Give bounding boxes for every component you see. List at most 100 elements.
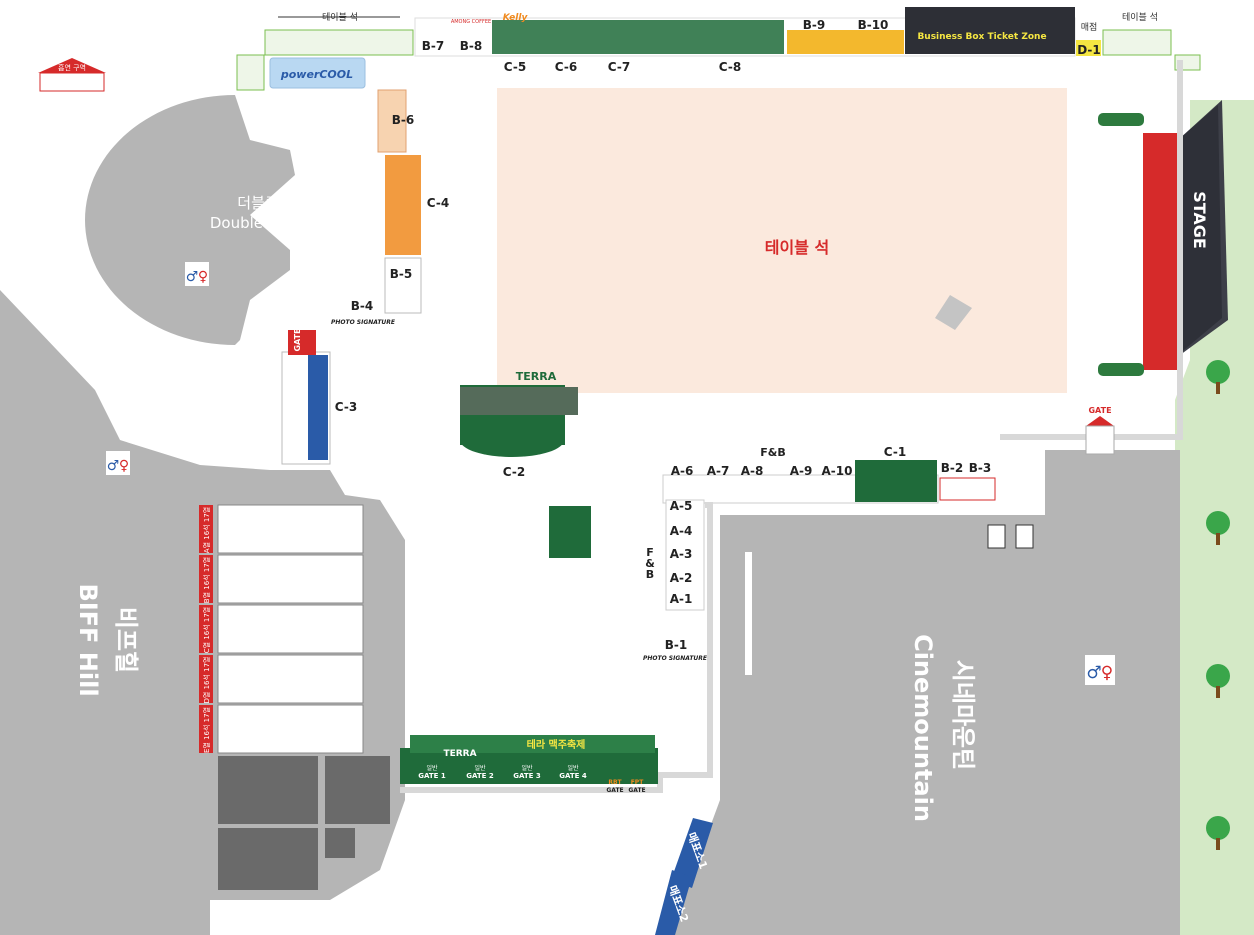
rbt-gate-top: RBT [608,779,622,786]
seat-row-a: A열 16석 17열 [202,507,211,553]
fnb-side-amp: & [645,557,655,570]
fpt-gate-top: FPT [631,779,644,786]
booth-b7: B-7 [422,39,444,53]
svg-text:♀: ♀ [119,458,129,474]
seat-row-d: D열 16석 17열 [202,657,211,704]
cinemountain-ko: 시네마운틴 [949,660,977,770]
b2-b3-booth [939,477,996,501]
gate3-prefix: 일반 [521,764,533,772]
photo-signature-top: PHOTO SIGNATURE [331,319,396,326]
stage-red [1143,133,1178,370]
c4-booth [385,155,421,255]
booth-b2: B-2 [941,461,963,475]
double-cone-ko: 더블콘 [237,194,278,212]
svg-text:♂: ♂ [186,269,199,285]
booth-b4: B-4 [351,299,373,313]
rbt-gate-bottom: GATE [606,787,623,794]
booth-a9: A-9 [790,464,813,478]
restroom-icon: ♂ ♀ [1085,655,1115,685]
table-seat-right-label: 테이블 석 [1122,12,1158,23]
svg-text:♀: ♀ [1101,663,1113,683]
booth-c7: C-7 [608,60,630,74]
table-area-label: 테이블 석 [765,238,829,257]
tree-icon [1206,511,1230,545]
beer-bottle-bottom [1098,363,1144,376]
gate2-prefix: 일반 [474,764,486,772]
gate3-label: GATE 3 [513,772,541,780]
gate1-prefix: 일반 [426,764,438,772]
table-area-marker [935,295,972,330]
biff-hill-en: BIFF Hill [74,583,102,696]
brand-amongcoffee: AMONG COFFEE [451,19,491,25]
booth-b5: B-5 [390,267,412,281]
c2-booth-banner [460,387,578,415]
gate-left-tent [288,330,316,355]
booth-a1: A-1 [670,592,693,606]
ticket-booth-2 [655,870,692,935]
gate1-label: GATE 1 [418,772,446,780]
tree-icon [1206,816,1230,850]
gate4-label: GATE 4 [559,772,587,780]
restroom-icon: ♂ ♀ [185,262,209,286]
business-box-label: Business Box Ticket Zone [917,32,1046,42]
tree-icon [1206,360,1230,394]
ticket-booth-1 [671,818,713,888]
brand-kelly: Kelly [503,13,529,23]
gate4-prefix: 일반 [567,764,579,772]
gate-right-tent [1086,416,1114,426]
c3-inner-blue [308,355,328,460]
terra-photo-spot [549,506,591,558]
table-seat-left-label: 테이블 석 [322,12,358,23]
seat-row-e: E열 16석 17열 [202,707,211,753]
double-cone-en: Double Cone [210,214,306,232]
tree-icon [1206,664,1230,698]
venue-fence-right [1000,60,1183,440]
venue-fence [400,502,713,793]
brand-terra-c2: TERRA [516,370,557,383]
seat-row-tags [199,505,213,753]
smoking-area-base [39,72,105,92]
gate2-label: GATE 2 [466,772,494,780]
gate-right-base [1085,425,1115,455]
main-gate-row [400,748,658,784]
biff-hill-ko: 비프힐 [112,607,140,673]
business-box-building [905,7,1075,54]
fpt-gate-bottom: GATE [628,787,645,794]
booth-c6: C-6 [555,60,577,74]
booth-a5: A-5 [670,499,693,513]
booth-a8: A-8 [741,464,764,478]
booth-a4: A-4 [670,524,693,538]
table-area [497,88,1067,393]
booth-d1: D-1 [1077,43,1101,57]
cinemountain-en: Cinemountain [909,634,937,822]
ticket-office-label: 매점 [1081,21,1098,33]
stage-front [1178,105,1222,355]
fnb-top-label: F&B [760,446,786,459]
booth-b10: B-10 [858,18,889,32]
b9-b10-containers [787,30,904,54]
seat-row-b: B열 16석 17열 [202,557,211,603]
beer-bottle-top [1098,113,1144,126]
elevator-icon [1015,524,1034,549]
gate-left-label: GATE [293,328,302,351]
powercool-label: powerCOOL [280,68,353,81]
seat-dark-blocks [218,756,390,890]
main-gate-arch [410,735,655,753]
booth-b1: B-1 [665,638,687,652]
booth-c5: C-5 [504,60,526,74]
brand-terra-gate: TERRA [443,749,476,759]
svg-text:♂: ♂ [107,458,120,474]
booth-c2: C-2 [503,465,525,479]
a-column-booths [665,499,705,611]
stage-label: STAGE [1190,191,1209,249]
photo-signature-bottom: PHOTO SIGNATURE [643,655,708,662]
booth-b8: B-8 [460,39,482,53]
booth-b6: B-6 [392,113,414,127]
cinemountain-aisle [745,552,752,675]
booth-c1: C-1 [884,445,906,459]
b6-booth [377,89,407,153]
powercool-booth [269,57,366,89]
smoking-area-label: 흡연 구역 [58,63,86,72]
svg-text:♀: ♀ [198,269,208,285]
